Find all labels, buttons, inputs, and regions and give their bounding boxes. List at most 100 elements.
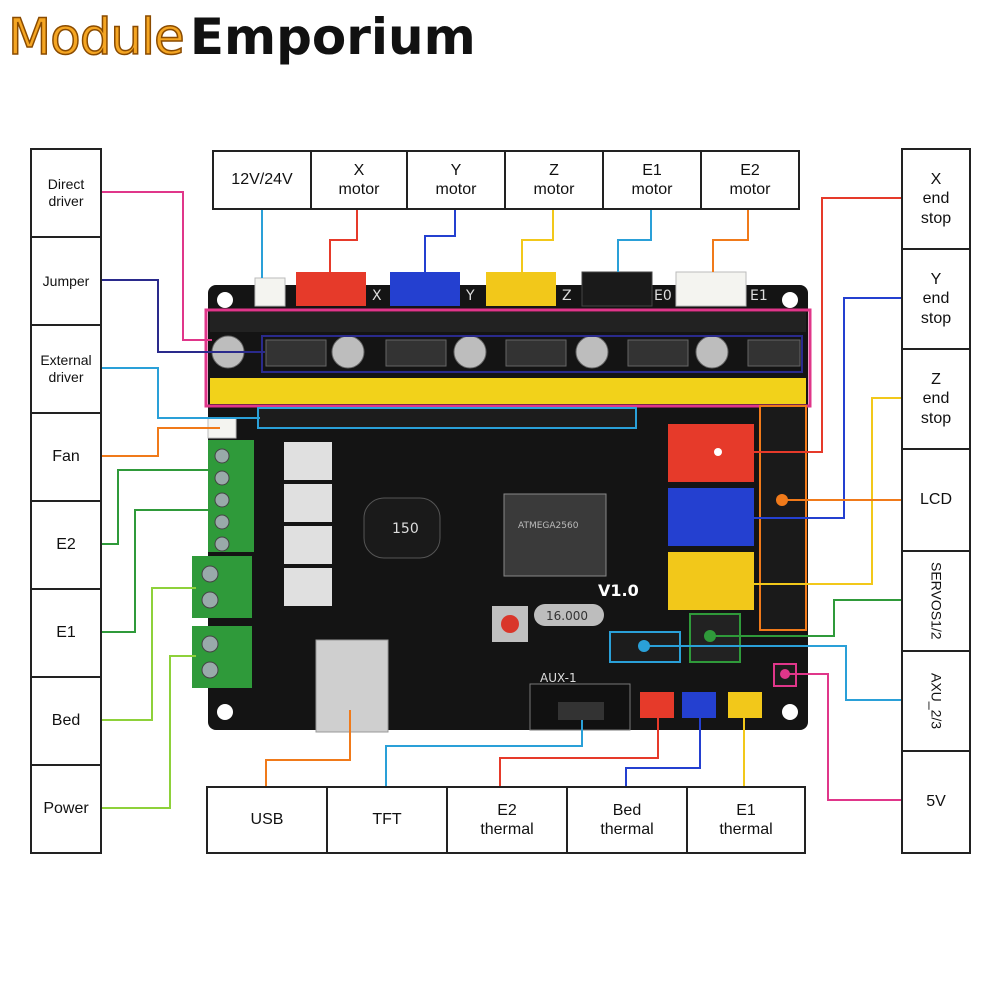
label-text: X motor <box>338 161 380 198</box>
label-axu: AXU_2/3 <box>901 650 971 752</box>
label-direct-driver: Direct driver <box>30 148 102 238</box>
x-endstop-connector <box>668 424 754 482</box>
aux1-connector <box>529 683 631 731</box>
label-text: 12V/24V <box>231 171 293 189</box>
driver-pin-row <box>210 312 806 332</box>
label-power: Power <box>30 764 102 854</box>
terminal-e2-fan <box>208 440 254 552</box>
z-motor-connector <box>486 272 556 306</box>
crystal-label: 16.000 <box>546 609 588 623</box>
label-text: External driver <box>40 352 92 385</box>
label-text: 5V <box>926 793 946 811</box>
label-x-motor: X motor <box>310 150 408 210</box>
bed-thermal-connector <box>682 692 716 718</box>
x-motor-connector <box>296 272 366 306</box>
terminal-bed <box>192 556 252 618</box>
fan-connector <box>207 417 237 439</box>
label-text: X end stop <box>920 171 952 227</box>
reset-button-cap <box>501 615 519 633</box>
z-endstop-connector <box>668 552 754 610</box>
y-motor-connector <box>390 272 460 306</box>
e1-thermal-connector <box>728 692 762 718</box>
aux2-highlight <box>609 631 681 663</box>
jumper-blocks <box>265 339 801 367</box>
axis-letter: E0 <box>654 288 672 304</box>
terminal-screws <box>201 448 230 679</box>
brand-module: Module <box>7 7 185 67</box>
label-text: TFT <box>372 811 402 829</box>
label-x-end-stop: X end stop <box>901 148 971 250</box>
driver-capacitors <box>211 335 729 369</box>
label-text: E1 <box>56 624 76 642</box>
label-text: E2 thermal <box>480 801 534 838</box>
label-text: USB <box>250 811 284 829</box>
label-text: E1 thermal <box>719 801 773 838</box>
axis-letter: X <box>372 288 382 304</box>
usb-port <box>315 639 389 733</box>
aux1-pins <box>558 702 604 720</box>
crystal <box>534 604 604 626</box>
label-e2-thermal: E2 thermal <box>446 786 568 854</box>
power-connector <box>254 277 286 307</box>
label-e1-thermal: E1 thermal <box>686 786 806 854</box>
brand-emporium: Emporium <box>189 8 476 66</box>
label-bed-thermal: Bed thermal <box>566 786 688 854</box>
direct-driver-highlight <box>204 308 812 408</box>
mount-hole <box>217 704 233 720</box>
label-text: Fan <box>52 448 80 466</box>
mcu-label: ATMEGA2560 <box>518 521 579 531</box>
label-text: Bed <box>51 712 81 730</box>
label-text: Y motor <box>435 161 477 198</box>
label-e2-motor: E2 motor <box>700 150 800 210</box>
label-e2: E2 <box>30 500 102 590</box>
label-e1-motor: E1 motor <box>602 150 702 210</box>
label-y-motor: Y motor <box>406 150 506 210</box>
label-12v-24v: 12V/24V <box>212 150 312 210</box>
label-jumper: Jumper <box>30 236 102 326</box>
label-fan: Fan <box>30 412 102 502</box>
driver-yellow-headers <box>210 378 806 404</box>
label-text: Bed thermal <box>600 801 654 838</box>
5v-pin-highlight <box>773 663 797 687</box>
terminal-power <box>192 626 252 688</box>
axis-letter: E1 <box>750 288 768 304</box>
servos-header <box>689 613 741 663</box>
label-text: Power <box>43 800 89 818</box>
label-text: E2 <box>56 536 76 554</box>
mount-hole <box>782 704 798 720</box>
label-5v: 5V <box>901 750 971 854</box>
label-e1: E1 <box>30 588 102 678</box>
board-version: V1.0 <box>598 581 639 600</box>
leader-lines <box>102 191 901 809</box>
jumper-highlight <box>261 335 803 373</box>
label-text: E1 motor <box>631 161 673 198</box>
label-text: Direct driver <box>47 176 85 209</box>
y-endstop-connector <box>668 488 754 546</box>
label-text: Z end stop <box>920 371 952 427</box>
mcu-chip <box>503 493 607 577</box>
e1-motor-connector <box>581 271 653 307</box>
e2-motor-connector <box>675 271 747 307</box>
label-text: Jumper <box>42 272 90 289</box>
label-text: AXU_2/3 <box>928 672 945 730</box>
aux1-label: AUX-1 <box>540 671 577 685</box>
label-usb: USB <box>206 786 328 854</box>
label-y-end-stop: Y end stop <box>901 248 971 350</box>
mount-hole <box>782 292 798 308</box>
board <box>208 285 808 730</box>
label-text: SERVOS1/2 <box>928 562 945 640</box>
label-text: Y end stop <box>920 271 952 327</box>
e2-thermal-connector <box>640 692 674 718</box>
label-text: LCD <box>919 491 952 509</box>
label-bed: Bed <box>30 676 102 766</box>
label-tft: TFT <box>326 786 448 854</box>
inductor <box>363 497 441 559</box>
reset-button <box>492 606 528 642</box>
axis-letter: Y <box>465 288 475 304</box>
inductor-label: 150 <box>392 521 419 537</box>
label-servos: SERVOS1/2 <box>901 550 971 652</box>
external-driver-highlight <box>257 407 637 429</box>
label-lcd: LCD <box>901 448 971 552</box>
label-external-driver: External driver <box>30 324 102 414</box>
